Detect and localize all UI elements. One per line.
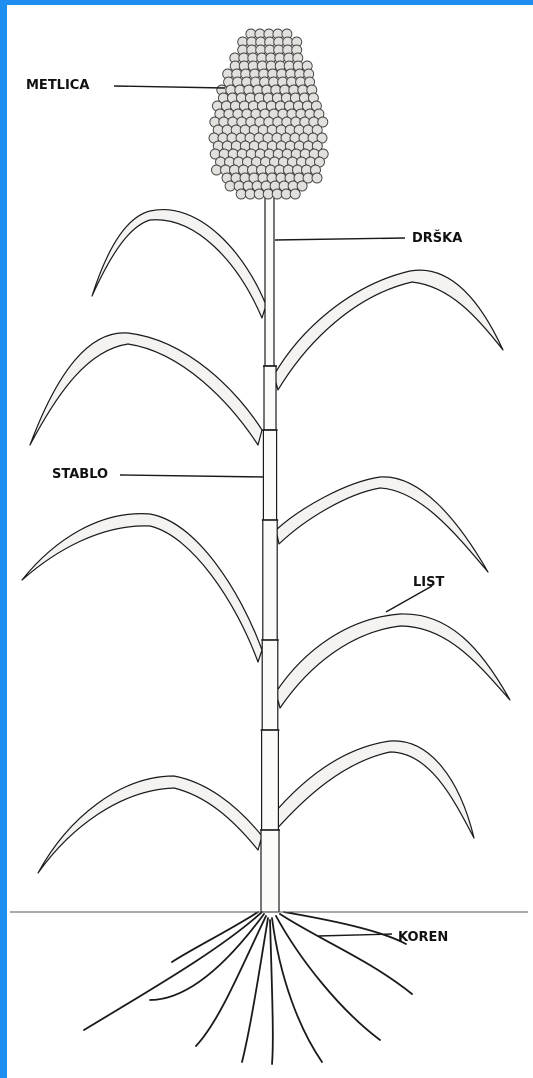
grain bbox=[225, 181, 235, 191]
grain bbox=[272, 189, 282, 199]
grain bbox=[263, 189, 273, 199]
leader-line-koren bbox=[318, 934, 392, 936]
leader-line-metlica bbox=[114, 86, 225, 88]
stem-segment-3 bbox=[263, 520, 277, 640]
grain bbox=[236, 189, 246, 199]
grain bbox=[254, 189, 264, 199]
grain bbox=[245, 189, 255, 199]
leaf-1 bbox=[92, 210, 266, 318]
leaf-6 bbox=[276, 614, 510, 708]
label-metlica: METLICA bbox=[26, 78, 89, 94]
label-stablo: STABLO bbox=[52, 467, 108, 483]
stem-segment-5 bbox=[262, 730, 279, 830]
peduncle-shaft bbox=[265, 196, 274, 366]
panicle bbox=[209, 29, 328, 199]
grain bbox=[312, 173, 322, 183]
grain bbox=[212, 165, 222, 175]
label-koren: KOREN bbox=[398, 930, 448, 946]
grain bbox=[297, 181, 307, 191]
root-9 bbox=[270, 920, 273, 1064]
grain bbox=[281, 189, 291, 199]
leaf-5 bbox=[22, 514, 262, 662]
stem-segment-2 bbox=[263, 430, 276, 520]
stem-segment-4 bbox=[262, 640, 278, 730]
root-5 bbox=[272, 918, 322, 1062]
leaf-7 bbox=[270, 741, 474, 838]
stem-segment-1 bbox=[264, 366, 276, 430]
root-1 bbox=[84, 912, 262, 1030]
leaf-3 bbox=[30, 333, 262, 445]
leader-line-drska bbox=[275, 238, 405, 240]
grain bbox=[290, 189, 300, 199]
leaf-4 bbox=[276, 477, 488, 572]
label-drska: DRŠKA bbox=[412, 231, 462, 247]
root-3 bbox=[196, 916, 266, 1046]
leaf-8 bbox=[38, 776, 262, 873]
leaf-2 bbox=[274, 270, 503, 390]
leader-line-stablo bbox=[120, 475, 264, 477]
stem-segment-6 bbox=[261, 830, 279, 912]
label-list: LIST bbox=[413, 575, 444, 591]
